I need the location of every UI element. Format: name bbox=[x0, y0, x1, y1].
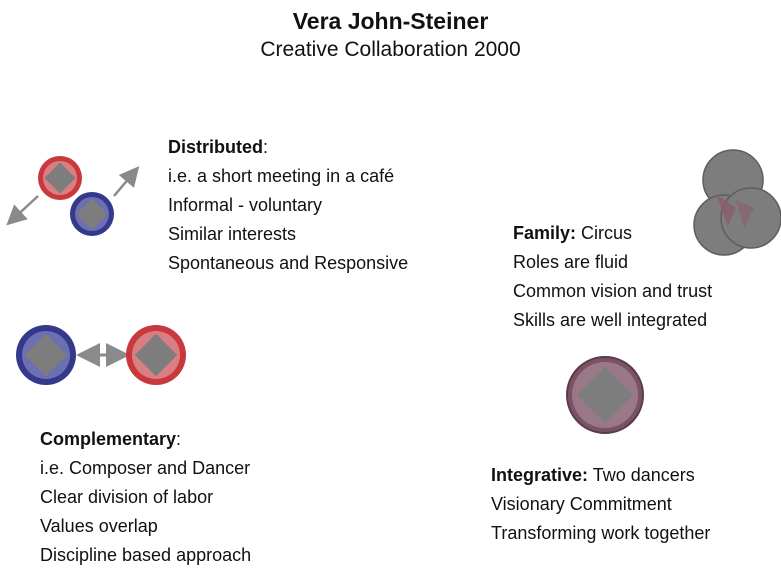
arrow-up-right bbox=[113, 166, 140, 197]
family-line-2: Common vision and trust bbox=[513, 281, 713, 301]
complementary-heading: Complementary bbox=[40, 429, 177, 449]
complementary-icon bbox=[16, 325, 186, 385]
complementary-line-1: i.e. Composer and Dancer bbox=[40, 458, 251, 478]
distributed-line-3: Similar interests bbox=[168, 224, 297, 244]
complementary-block: Complementary: i.e. Composer and Dancer … bbox=[40, 425, 251, 570]
family-circle-right bbox=[720, 187, 781, 249]
family-heading-rest: Circus bbox=[576, 223, 633, 243]
complementary-line-3: Values overlap bbox=[40, 516, 158, 536]
title-block: Vera John-Steiner Creative Collaboration… bbox=[0, 6, 781, 64]
integrative-line-1: Visionary Commitment bbox=[491, 494, 672, 514]
distributed-line-1: i.e. a short meeting in a café bbox=[168, 166, 395, 186]
distributed-line-2: Informal - voluntary bbox=[168, 195, 323, 215]
distributed-heading: Distributed bbox=[168, 137, 264, 157]
distributed-line-4: Spontaneous and Responsive bbox=[168, 253, 409, 273]
integrative-block: Integrative: Two dancers Visionary Commi… bbox=[491, 461, 710, 548]
distributed-block: Distributed: i.e. a short meeting in a c… bbox=[168, 133, 408, 278]
distributed-icon bbox=[6, 156, 140, 236]
family-line-1: Roles are fluid bbox=[513, 252, 629, 272]
family-heading: Family: bbox=[513, 223, 577, 243]
integrative-icon bbox=[566, 356, 644, 434]
complementary-line-2: Clear division of labor bbox=[40, 487, 214, 507]
family-block: Family: Circus Roles are fluid Common vi… bbox=[513, 219, 712, 335]
arrow-down-left bbox=[6, 195, 39, 226]
complementary-line-4: Discipline based approach bbox=[40, 545, 252, 565]
integrative-line-2: Transforming work together bbox=[491, 523, 711, 543]
integrative-heading-rest: Two dancers bbox=[588, 465, 695, 485]
gray-diamond bbox=[44, 162, 76, 194]
family-icon bbox=[693, 149, 781, 256]
integrative-heading: Integrative: bbox=[491, 465, 589, 485]
family-line-3: Skills are well integrated bbox=[513, 310, 708, 330]
page-title: Vera John-Steiner bbox=[292, 8, 489, 34]
page-subtitle: Creative Collaboration 2000 bbox=[260, 38, 521, 61]
